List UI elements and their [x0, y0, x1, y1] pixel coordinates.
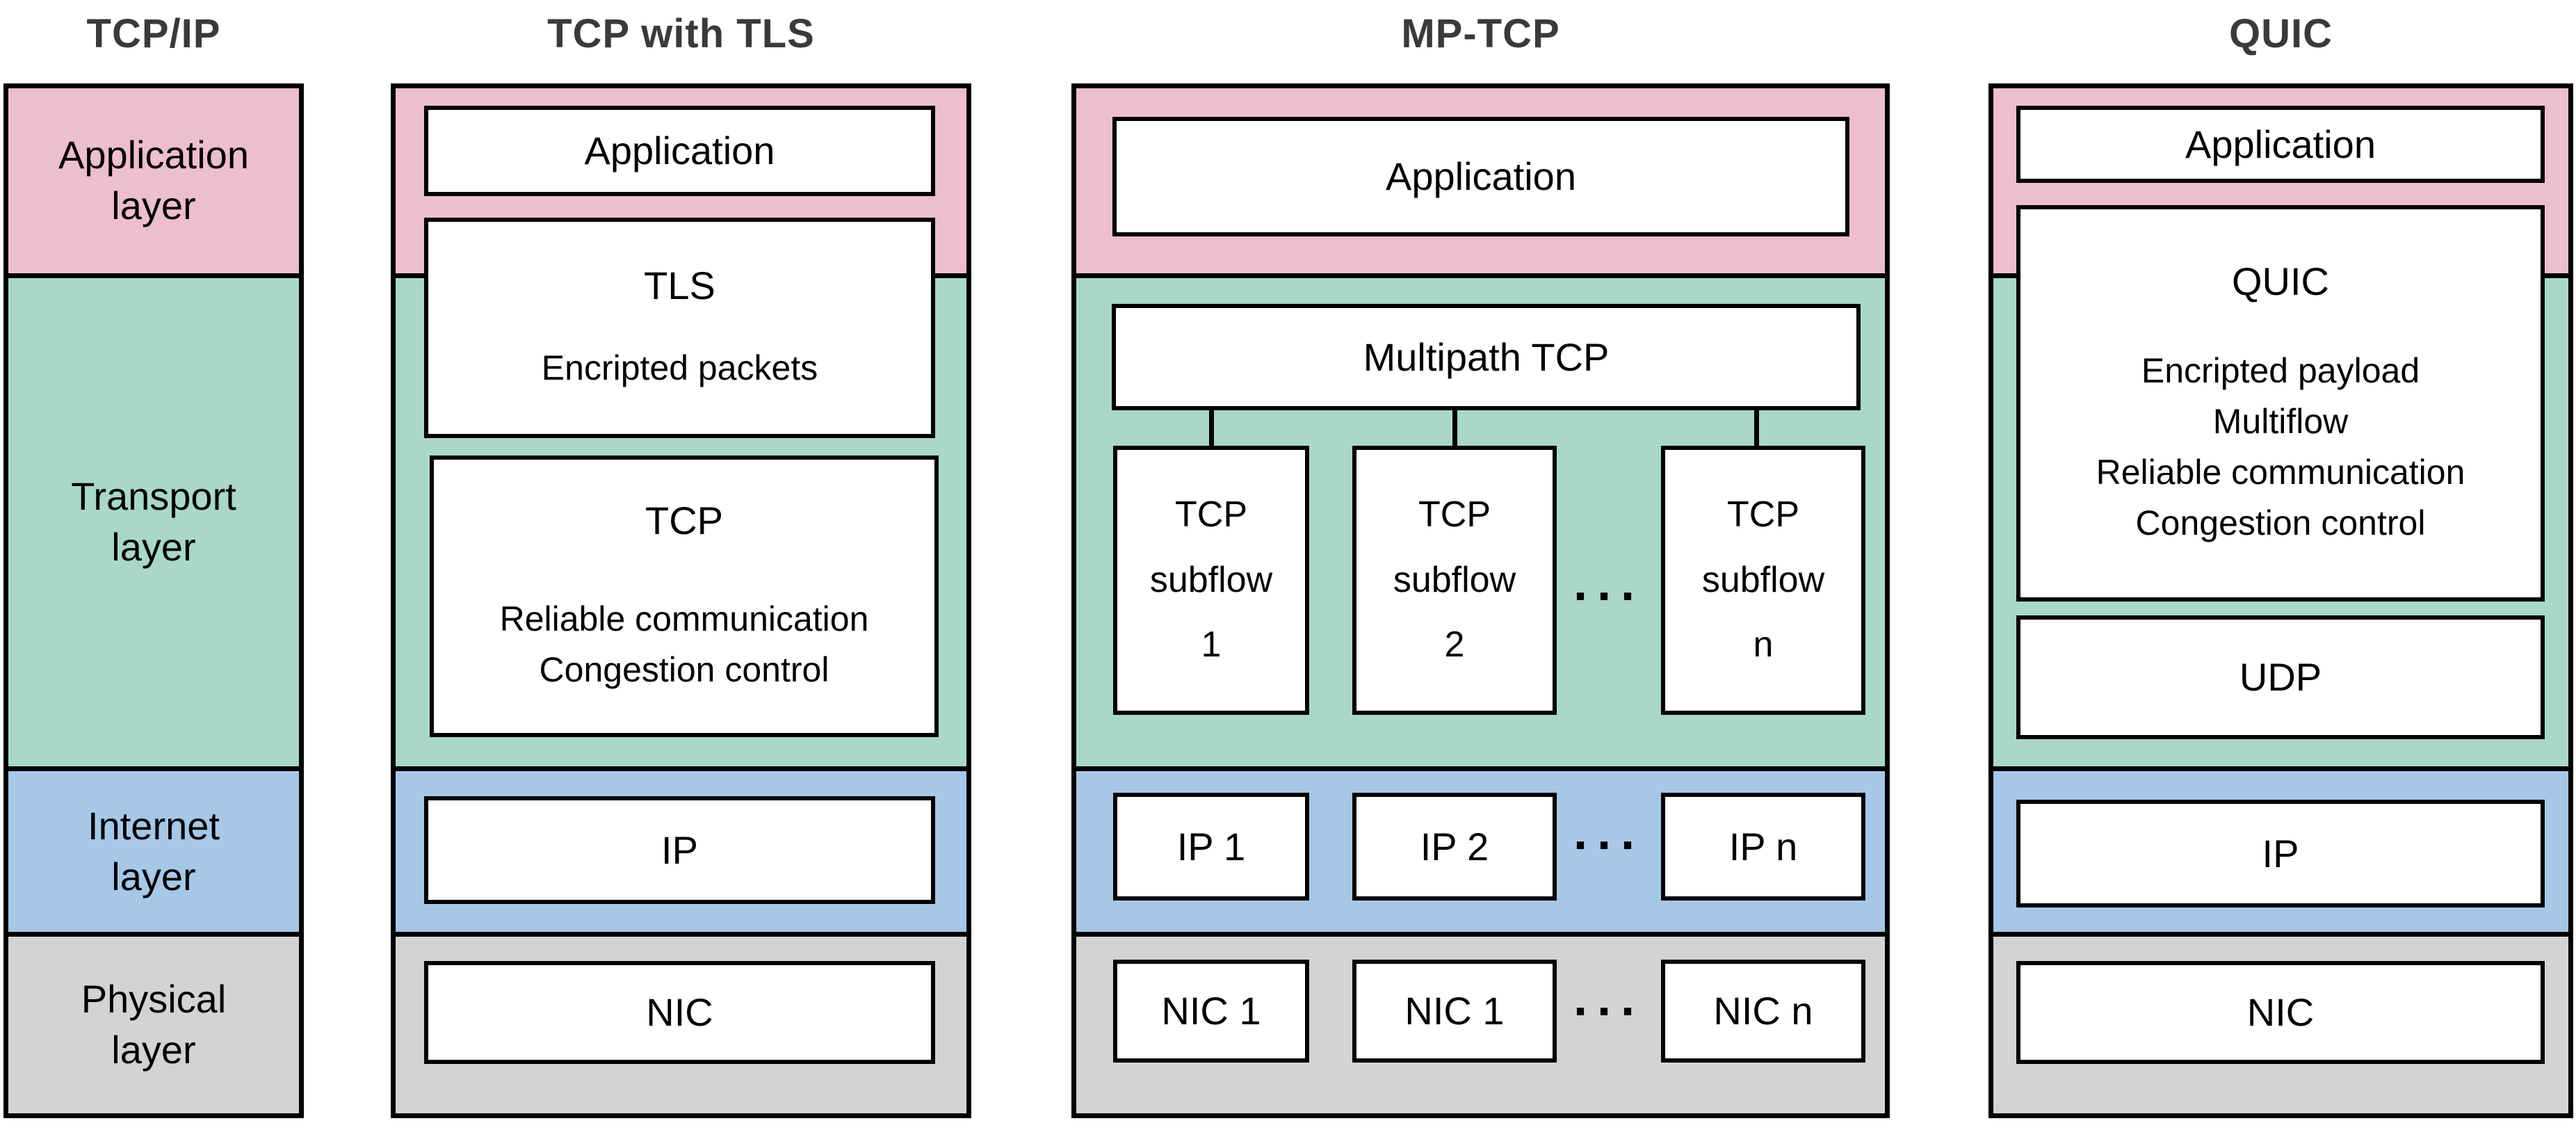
title-quic: QUIC [2229, 10, 2333, 56]
application-box: Application [424, 106, 935, 196]
transport-layer-label: Transport layer [71, 474, 236, 569]
application-box: Application [1112, 117, 1849, 236]
nic1-box: NIC 1 [1113, 960, 1309, 1063]
ellipsis-ips: ··· [1573, 818, 1644, 873]
tcp-subflow-1-box: TCP subflow 1 [1113, 446, 1309, 715]
nicn-box: NIC n [1661, 960, 1865, 1063]
physical-layer-band: Physical layer [8, 937, 299, 1113]
multipath-tcp-label: Multipath TCP [1363, 334, 1610, 379]
ellipsis-nics: ··· [1573, 984, 1644, 1040]
application-box-label: Application [2185, 122, 2376, 166]
ip-box-label: IP [661, 828, 698, 872]
ellipsis-subflows: ··· [1573, 569, 1644, 624]
tcp-subflow-n-box: TCP subflow n [1661, 446, 1865, 715]
tcp-box-label: TCP [645, 498, 723, 542]
column-tcpip: Application layer Transport layer Intern… [3, 83, 304, 1118]
internet-layer-label: Internet layer [88, 803, 220, 898]
application-box-label: Application [584, 129, 775, 173]
title-mptcp: MP-TCP [1401, 10, 1560, 56]
tcp-subflow-2-label: TCP subflow 2 [1393, 494, 1516, 665]
ip2-box: IP 2 [1352, 793, 1557, 901]
udp-box-label: UDP [2239, 655, 2322, 700]
application-box-label: Application [1386, 154, 1576, 199]
nic1b-label: NIC 1 [1404, 989, 1505, 1033]
tcp-box-notes: Reliable communication Congestion contro… [499, 599, 869, 690]
ip2-label: IP 2 [1420, 824, 1489, 869]
tcp-subflow-2-box: TCP subflow 2 [1352, 446, 1557, 715]
tcp-subflow-n-label: TCP subflow n [1701, 494, 1825, 665]
title-tcp-with-tls: TCP with TLS [547, 10, 815, 56]
tcp-box: TCP Reliable communication Congestion co… [430, 455, 939, 737]
connector-line-subflow-2 [1452, 410, 1457, 446]
nic1-label: NIC 1 [1161, 989, 1261, 1033]
tcp-subflow-1-label: TCP subflow 1 [1149, 494, 1273, 665]
ip-box: IP [424, 796, 935, 904]
ip-box-label: IP [2262, 831, 2299, 875]
nic-box-label: NIC [646, 990, 713, 1035]
transport-layer-band: Transport layer [8, 278, 299, 771]
ipn-label: IP n [1728, 824, 1798, 869]
nicn-label: NIC n [1713, 989, 1813, 1033]
ipn-box: IP n [1661, 793, 1865, 901]
application-box: Application [2016, 106, 2545, 183]
ip1-label: IP 1 [1176, 824, 1246, 869]
ip1-box: IP 1 [1113, 793, 1309, 901]
internet-layer-band: Internet layer [8, 771, 299, 937]
nic1b-box: NIC 1 [1352, 960, 1557, 1063]
tls-box: TLS Encripted packets [424, 218, 935, 438]
nic-box: NIC [424, 961, 935, 1064]
quic-box-label: QUIC [2232, 259, 2329, 304]
nic-box-label: NIC [2246, 990, 2315, 1035]
tls-box-label: TLS [644, 264, 715, 308]
ip-box: IP [2016, 800, 2545, 907]
udp-box: UDP [2016, 615, 2545, 739]
connector-line-subflow-1 [1209, 410, 1214, 446]
application-layer-label: Application layer [58, 133, 249, 227]
multipath-tcp-box: Multipath TCP [1112, 304, 1861, 410]
tls-box-note: Encripted packets [541, 348, 818, 387]
title-tcpip: TCP/IP [86, 10, 221, 56]
physical-layer-label: Physical layer [81, 977, 227, 1072]
quic-box: QUIC Encripted payload Multiflow Reliabl… [2016, 205, 2545, 602]
quic-box-notes: Encripted payload Multiflow Reliable com… [2096, 350, 2465, 542]
nic-box: NIC [2016, 961, 2545, 1064]
application-layer-band: Application layer [8, 88, 299, 278]
connector-line-subflow-n [1754, 410, 1759, 446]
